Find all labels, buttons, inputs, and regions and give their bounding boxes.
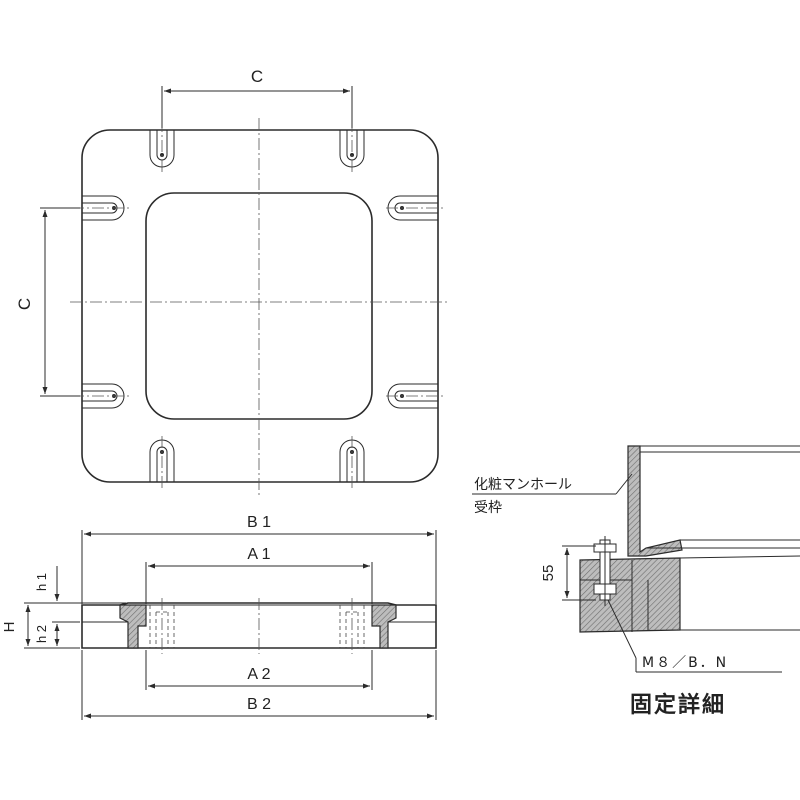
dimension-b2: B 2 xyxy=(81,650,437,720)
base-block-section xyxy=(579,557,681,633)
dim-h2-label: h 2 xyxy=(34,625,49,643)
dim-a2-label: A 2 xyxy=(247,666,270,683)
hidden-pocket-right xyxy=(339,605,365,648)
dimension-heights: H h 1 h 2 xyxy=(1,566,126,649)
dim-h1-label: h 1 xyxy=(34,573,49,591)
dimension-b1: B 1 xyxy=(81,514,437,604)
bolt-slot-top-left xyxy=(149,120,175,172)
flange-section-right xyxy=(371,604,397,649)
dim-h-label: H xyxy=(1,622,18,633)
detail-title: 固定詳細 xyxy=(630,692,726,718)
dim-a1-label: A 1 xyxy=(247,546,270,563)
frame-web xyxy=(627,445,683,557)
bolt-slot-right-lower xyxy=(386,383,446,409)
bolt-slot-bottom-left xyxy=(149,436,175,490)
section-view: B 1 A 1 A 2 B 2 xyxy=(1,514,437,720)
dimension-55: 55 xyxy=(540,545,596,601)
flange-section-left xyxy=(119,604,147,649)
callout-line1: 化粧マンホール xyxy=(474,477,572,493)
fixing-detail: 55 化粧マンホール 受枠 M８／B．N 固定詳細 xyxy=(472,445,800,718)
dim-c-left-label: C xyxy=(15,298,34,310)
callout-line2: 受枠 xyxy=(474,500,502,516)
bolt-slot-right-upper xyxy=(386,195,446,221)
bolt-m8 xyxy=(593,536,617,606)
bolt-slot-left-upper xyxy=(72,195,130,221)
bolt-slot-left-lower xyxy=(72,383,130,409)
dimension-c-top: C xyxy=(161,67,353,128)
bolt-slot-top-right xyxy=(339,120,365,172)
bolt-label: M８／B．N xyxy=(642,655,728,671)
outer-plate-outline xyxy=(81,129,439,483)
dimension-a1: A 1 xyxy=(145,546,373,604)
bolt-slot-bottom-right xyxy=(339,436,365,490)
callout-frame: 化粧マンホール 受枠 xyxy=(472,473,633,516)
plan-view: C C xyxy=(15,67,450,496)
dim-b1-label: B 1 xyxy=(247,514,271,531)
dimension-a2: A 2 xyxy=(145,650,373,690)
dimension-c-left: C xyxy=(15,207,80,397)
hidden-pocket-left xyxy=(149,605,175,648)
dim-55-label: 55 xyxy=(540,565,557,582)
callout-bolt: M８／B．N xyxy=(607,599,782,673)
dim-b2-label: B 2 xyxy=(247,696,271,713)
dim-c-top-label: C xyxy=(251,67,263,86)
